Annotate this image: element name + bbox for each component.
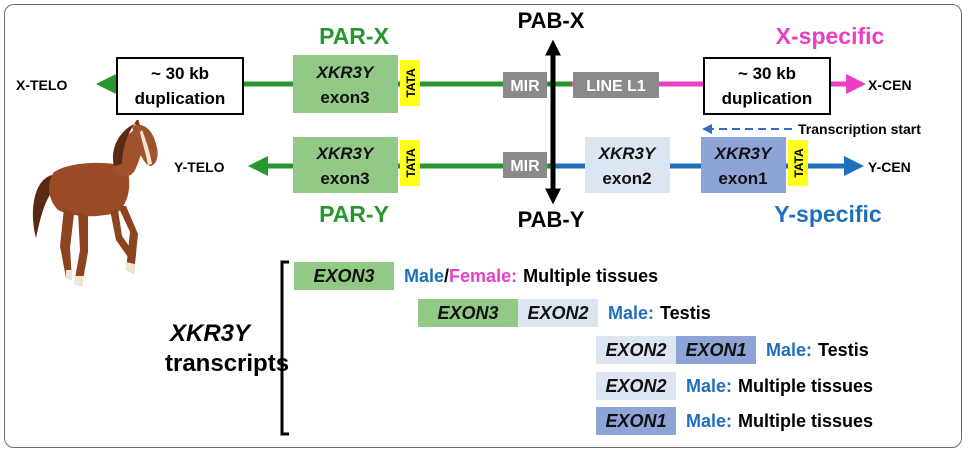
segment-exon3: EXON3 xyxy=(294,262,394,290)
line-l1-box xyxy=(573,72,659,98)
male-label: Male: xyxy=(766,339,813,360)
dup-left-line1: ~ 30 kb xyxy=(151,64,209,83)
segment-exon2: EXON2 xyxy=(596,336,676,364)
tissue-label: Multiple tissues xyxy=(738,375,874,396)
dup-right-box xyxy=(703,57,831,115)
bottom-mir-label: MIR xyxy=(510,158,540,175)
bottom-exon3-line2: exon3 xyxy=(320,169,369,188)
transcript-row-3: EXON2 EXON1 Male: Testis xyxy=(596,336,869,364)
transcript-row-2: EXON3 EXON2 Male: Testis xyxy=(418,299,711,327)
tissue-label: Testis xyxy=(818,339,869,360)
exon1-box xyxy=(701,137,786,193)
segment-exon1: EXON1 xyxy=(596,407,676,435)
y-telo-label: Y-TELO xyxy=(174,159,225,175)
y-specific-label: Y-specific xyxy=(774,201,882,227)
x-cen-label: X-CEN xyxy=(868,77,912,93)
dup-left-line2: duplication xyxy=(135,89,226,108)
exon1-line2: exon1 xyxy=(718,169,767,188)
top-exon3-line2: exon3 xyxy=(320,88,369,107)
bottom-exon3-box xyxy=(293,137,398,193)
male-label: Male: xyxy=(686,410,733,431)
par-x-label: PAR-X xyxy=(319,23,390,49)
top-tata-box xyxy=(400,60,420,106)
y-cen-label: Y-CEN xyxy=(868,159,911,175)
bottom-tata-right-box xyxy=(788,140,808,186)
transcripts-title-line1: XKR3Y xyxy=(170,320,251,347)
male-label: Male: xyxy=(686,375,733,396)
tissue-label: Testis xyxy=(660,302,711,323)
transcription-start-label: Transcription start xyxy=(798,121,921,137)
exon2-line2: exon2 xyxy=(602,169,651,188)
transcript-row-5: EXON1 Male: Multiple tissues xyxy=(596,407,873,435)
top-tata-label: TATA xyxy=(404,68,418,98)
x-specific-label: X-specific xyxy=(776,23,885,49)
transcripts-title-line2: transcripts xyxy=(165,350,290,377)
segment-exon3: EXON3 xyxy=(418,299,518,327)
top-exon3-box xyxy=(293,55,398,113)
bottom-mir-box xyxy=(503,152,547,178)
bottom-exon3-line1: XKR3Y xyxy=(316,144,375,163)
par-y-label: PAR-Y xyxy=(319,201,389,227)
tissue-label: Multiple tissues xyxy=(523,265,659,286)
line-l1-label: LINE L1 xyxy=(586,78,646,95)
x-telo-label: X-TELO xyxy=(16,77,67,93)
figure-frame xyxy=(4,4,962,448)
top-exon3-line1: XKR3Y xyxy=(316,63,375,82)
pab-y-label: PAB-Y xyxy=(518,207,585,232)
tissue-label: Multiple tissues xyxy=(738,410,874,431)
transcript-row-1: EXON3 Male / Female: Multiple tissues xyxy=(294,262,658,290)
dup-right-line1: ~ 30 kb xyxy=(738,64,796,83)
bottom-tata-left-box xyxy=(400,140,420,186)
dup-right-line2: duplication xyxy=(722,89,813,108)
transcript-row-4: EXON2 Male: Multiple tissues xyxy=(596,372,873,400)
segment-exon2: EXON2 xyxy=(518,299,598,327)
segment-exon2: EXON2 xyxy=(596,372,676,400)
exon1-line1: XKR3Y xyxy=(714,144,773,163)
male-label: Male xyxy=(404,265,445,286)
slash-label: / xyxy=(444,265,450,286)
exon2-box xyxy=(585,137,670,193)
segment-exon1: EXON1 xyxy=(676,336,756,364)
exon2-line1: XKR3Y xyxy=(598,144,657,163)
male-label: Male: xyxy=(608,302,655,323)
bottom-tata-right-label: TATA xyxy=(792,148,806,178)
transcripts-bracket xyxy=(280,260,289,436)
dup-left-box xyxy=(116,57,244,115)
pab-x-label: PAB-X xyxy=(518,8,585,33)
horse-image xyxy=(32,120,158,286)
top-mir-label: MIR xyxy=(510,78,540,95)
female-label: Female: xyxy=(449,265,518,286)
top-mir-box xyxy=(503,72,547,98)
bottom-tata-left-label: TATA xyxy=(404,148,418,178)
